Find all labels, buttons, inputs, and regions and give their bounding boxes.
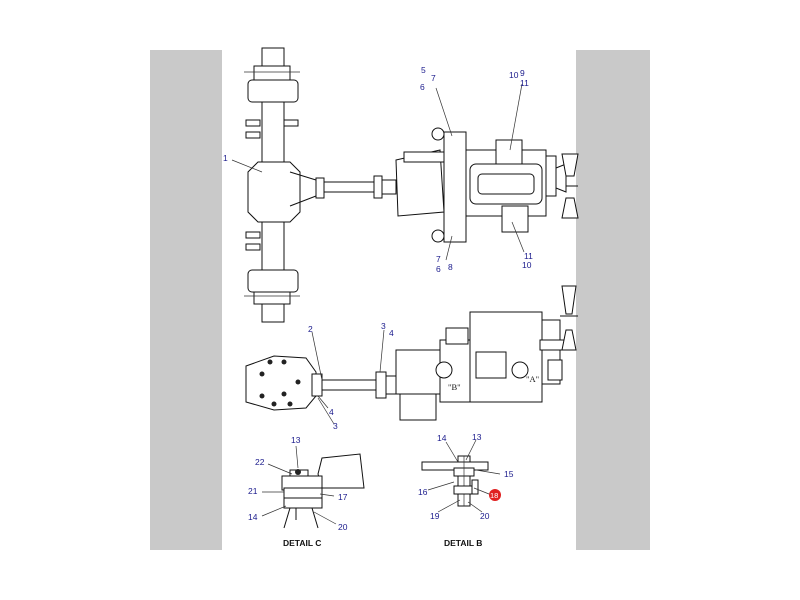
view-b-label: "B"	[448, 382, 461, 392]
detail-b-callout-19[interactable]: 19	[430, 511, 440, 521]
detail-b-callout-13[interactable]: 13	[472, 432, 482, 442]
detail-b-callout-16[interactable]: 16	[418, 487, 428, 497]
detail-b-callout-18[interactable]: 18	[490, 491, 498, 500]
detail-c-callout-14[interactable]: 14	[248, 512, 258, 522]
top-view-drawing	[244, 47, 579, 323]
callout-9[interactable]: 9	[520, 68, 525, 78]
callout-5[interactable]: 5	[421, 65, 426, 75]
detail-b-callout-14[interactable]: 14	[437, 433, 447, 443]
detail-c-callout-13[interactable]: 13	[291, 435, 301, 445]
leader-lines	[231, 83, 525, 525]
callout-10-top[interactable]: 10	[509, 70, 519, 80]
callout-6-bottom[interactable]: 6	[436, 264, 441, 274]
callout-3-bottom[interactable]: 3	[333, 421, 338, 431]
callout-3-top[interactable]: 3	[381, 321, 386, 331]
selected-part-marker[interactable]	[489, 489, 501, 501]
detail-c-callout-20[interactable]: 20	[338, 522, 348, 532]
detail-b-callout-20[interactable]: 20	[480, 511, 490, 521]
callout-4-bottom[interactable]: 4	[329, 407, 334, 417]
callout-11-top[interactable]: 11	[520, 78, 529, 88]
callout-10-bottom[interactable]: 10	[522, 260, 532, 270]
callout-2[interactable]: 2	[308, 324, 313, 334]
detail-c-callout-21[interactable]: 21	[248, 486, 258, 496]
detail-c-callout-17[interactable]: 17	[338, 492, 348, 502]
callout-8[interactable]: 8	[448, 262, 453, 272]
side-view-drawing	[245, 285, 578, 421]
detail-c-callout-22[interactable]: 22	[255, 457, 265, 467]
detail-b-callout-15[interactable]: 15	[504, 469, 514, 479]
detail-b-drawing	[421, 455, 489, 507]
callout-1[interactable]: 1	[223, 153, 228, 163]
callout-7-top[interactable]: 7	[431, 73, 436, 83]
callout-6-top[interactable]: 6	[420, 82, 425, 92]
callout-11-bottom[interactable]: 11	[524, 251, 533, 261]
right-margin-panel	[576, 50, 650, 550]
detail-b-caption: DETAIL B	[444, 538, 482, 548]
detail-c-caption: DETAIL C	[283, 538, 321, 548]
left-margin-panel	[150, 50, 222, 550]
callout-7-bottom[interactable]: 7	[436, 254, 441, 264]
callout-4-top[interactable]: 4	[389, 328, 394, 338]
detail-c-drawing	[281, 453, 365, 529]
view-a-label: "A"	[526, 374, 539, 384]
